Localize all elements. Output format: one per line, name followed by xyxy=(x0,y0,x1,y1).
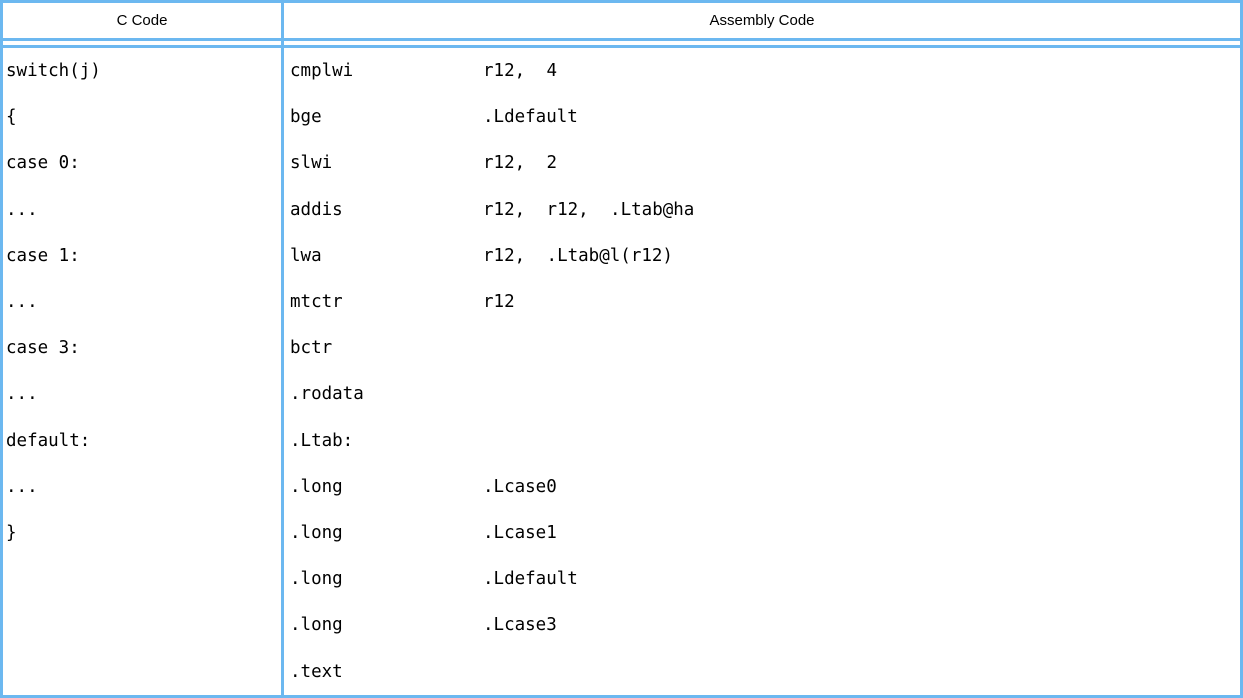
assembly-mnemonic: .long xyxy=(290,569,343,590)
assembly-mnemonic: .long xyxy=(290,522,343,543)
assembly-operands: .Lcase0 xyxy=(483,476,557,497)
c-code-line: case 3: xyxy=(6,338,80,359)
assembly-code-column: cmplwi r12, 4 bge .Ldefault slwi r12, 2 addis r… xyxy=(284,48,1240,695)
c-code-line: switch(j) xyxy=(6,61,101,82)
assembly-operands: .Lcase1 xyxy=(483,522,557,543)
assembly-operands: r12, 2 xyxy=(483,153,558,174)
assembly-operands: .Lcase3 xyxy=(483,615,557,636)
header-separator-line-bottom xyxy=(3,45,1240,48)
assembly-line: lwa r12, .Ltab@l(r12) xyxy=(290,233,1240,279)
c-code-line: ... xyxy=(6,476,38,497)
assembly-mnemonic: .long xyxy=(290,615,343,636)
c-code-line: ... xyxy=(6,199,38,220)
c-code-line: { xyxy=(6,107,17,128)
header-separator-line-top xyxy=(3,38,1240,41)
assembly-line: bctr xyxy=(290,325,1240,371)
c-code-line: case 0: xyxy=(6,153,80,174)
assembly-mnemonic: slwi xyxy=(290,153,333,174)
assembly-operands: .Ldefault xyxy=(483,107,578,128)
assembly-operands: r12, .Ltab@l(r12) xyxy=(483,245,673,266)
assembly-mnemonic: .rodata xyxy=(290,384,364,405)
assembly-operands: r12, 4 xyxy=(483,61,558,82)
assembly-line: slwi r12, 2 xyxy=(290,140,1240,186)
c-code-column: switch(j) { case 0:... case 1:... case 3:...… xyxy=(3,48,281,695)
c-code-line: ... xyxy=(6,384,38,405)
assembly-line: .long .Lcase3 xyxy=(290,602,1240,648)
assembly-line: .long .Lcase1 xyxy=(290,510,1240,556)
assembly-line: .long .Lcase0 xyxy=(290,464,1240,510)
assembly-line: bge .Ldefault xyxy=(290,94,1240,140)
c-code-line: ... xyxy=(6,292,38,313)
assembly-line: .long .Ldefault xyxy=(290,556,1240,602)
assembly-line: .text xyxy=(290,648,1240,694)
assembly-mnemonic: bge xyxy=(290,107,322,128)
assembly-line: cmplwi r12, 4 xyxy=(290,48,1240,94)
assembly-line: mtctr r12 xyxy=(290,279,1240,325)
assembly-mnemonic: addis xyxy=(290,199,343,220)
assembly-mnemonic: lwa xyxy=(290,245,322,266)
c-code-header: C Code xyxy=(116,12,168,29)
assembly-line: .rodata xyxy=(290,371,1240,417)
assembly-line: addis r12, r12, .Ltab@ha xyxy=(290,187,1240,233)
assembly-mnemonic: .text xyxy=(290,661,343,682)
table-body: switch(j) { case 0:... case 1:... case 3:...… xyxy=(3,48,1240,695)
c-code-line: case 1: xyxy=(6,245,80,266)
assembly-mnemonic: cmplwi xyxy=(290,61,354,82)
assembly-operands: r12, r12, .Ltab@ha xyxy=(483,199,695,220)
c-code-line: default: xyxy=(6,430,91,451)
assembly-mnemonic: .long xyxy=(290,476,343,497)
assembly-operands: .Ldefault xyxy=(483,569,578,590)
assembly-code-header: Assembly Code xyxy=(709,12,815,29)
column-divider xyxy=(281,3,284,695)
c-code-line: } xyxy=(6,522,17,543)
table-header-row: C Code Assembly Code xyxy=(3,3,1240,38)
assembly-mnemonic: bctr xyxy=(290,338,333,359)
assembly-mnemonic: mtctr xyxy=(290,292,343,313)
assembly-mnemonic: .Ltab: xyxy=(290,430,354,451)
assembly-line: .Ltab: xyxy=(290,418,1240,464)
assembly-operands: r12 xyxy=(483,292,515,313)
